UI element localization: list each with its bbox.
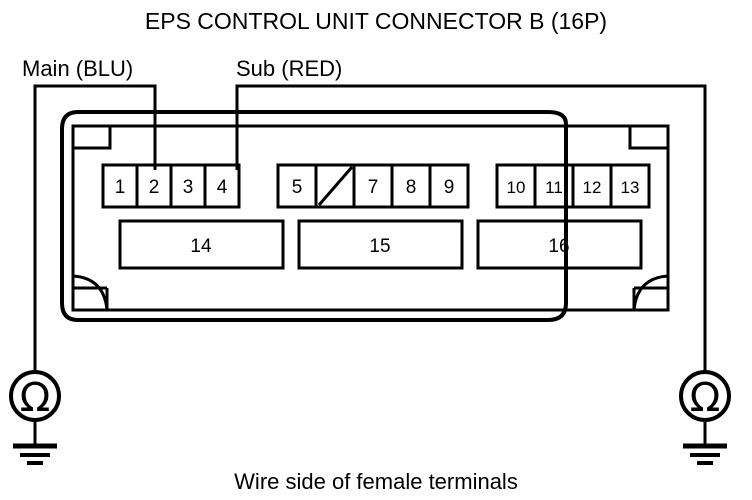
- ohm-symbol-left: Ω: [20, 375, 51, 421]
- ground-symbol-left: [13, 420, 57, 465]
- terminal-14-label: 14: [190, 236, 212, 257]
- pin-group-2: 5 7 8 9: [276, 163, 470, 209]
- terminal-15-label: 15: [369, 236, 390, 257]
- ohmmeter-left[interactable]: Ω: [9, 370, 61, 465]
- lead-wire-main: [33, 84, 157, 373]
- lead-wire-sub: [235, 84, 707, 373]
- pin-7[interactable]: 7: [368, 177, 379, 198]
- pin-10[interactable]: 10: [507, 178, 526, 197]
- pin-13[interactable]: 13: [621, 178, 640, 197]
- ohmmeter-right[interactable]: Ω: [679, 370, 731, 465]
- pin-9[interactable]: 9: [444, 177, 455, 198]
- terminal-14-box[interactable]: [118, 219, 285, 270]
- pin-group-1: 1 2 3 4: [101, 163, 241, 209]
- pin-8[interactable]: 8: [406, 177, 417, 198]
- pin-3[interactable]: 3: [183, 177, 194, 198]
- pin-1[interactable]: 1: [115, 177, 126, 198]
- pin-group-3: 10 11 12 13: [495, 163, 651, 209]
- bottom-terminal-row: 14 15 16: [118, 219, 643, 270]
- terminal-16-box[interactable]: [476, 219, 643, 270]
- pin-11[interactable]: 11: [545, 178, 563, 197]
- terminal-16-label: 16: [548, 236, 569, 257]
- pin-12[interactable]: 12: [583, 178, 602, 197]
- pin-4[interactable]: 4: [217, 177, 228, 198]
- connector-corner-notches: [72, 126, 669, 311]
- ohm-symbol-right: Ω: [690, 375, 721, 421]
- lead-label-sub: Sub (RED): [236, 56, 342, 81]
- diagram-title: EPS CONTROL UNIT CONNECTOR B (16P): [145, 8, 607, 34]
- diagram-caption: Wire side of female terminals: [234, 469, 518, 494]
- ground-symbol-right: [683, 420, 727, 465]
- lead-label-main: Main (BLU): [22, 56, 133, 81]
- pin-2[interactable]: 2: [149, 177, 160, 198]
- connector-inner-body: [71, 124, 670, 312]
- terminal-15-box[interactable]: [297, 219, 464, 270]
- pin-6-blank-slash-icon: [317, 166, 354, 206]
- pin-5[interactable]: 5: [292, 177, 303, 198]
- connector-outer-shell: [60, 110, 568, 322]
